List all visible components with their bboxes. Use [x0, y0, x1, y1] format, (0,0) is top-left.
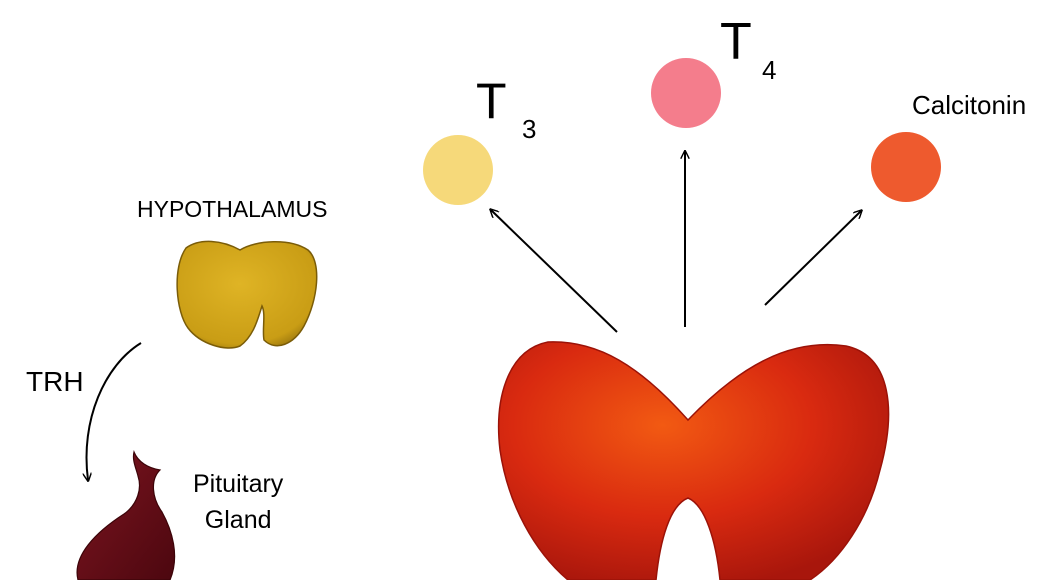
calcitonin-label: Calcitonin — [912, 90, 1027, 120]
t3-arrow — [491, 210, 618, 333]
trh-arrow — [87, 342, 142, 480]
pituitary-label-line1: Pituitary — [193, 470, 284, 498]
pituitary-label-line2: Gland — [204, 506, 272, 534]
t4-circle — [651, 58, 721, 128]
t3-circle — [423, 135, 493, 205]
t3-letter: T — [476, 73, 507, 129]
hypothalamus-shape — [176, 240, 318, 349]
pituitary-shape — [76, 450, 176, 580]
t4-subscript: 4 — [762, 55, 777, 85]
trh-label: TRH — [26, 366, 84, 397]
t4-letter: T — [720, 13, 752, 71]
t3-subscript: 3 — [522, 114, 537, 144]
calcitonin-circle — [871, 132, 941, 202]
thyroid-shape — [497, 341, 890, 580]
calcitonin-arrow — [764, 211, 861, 306]
hypothalamus-label: HYPOTHALAMUS — [137, 196, 328, 222]
pituitary-label: Pituitary Gland — [193, 466, 283, 538]
